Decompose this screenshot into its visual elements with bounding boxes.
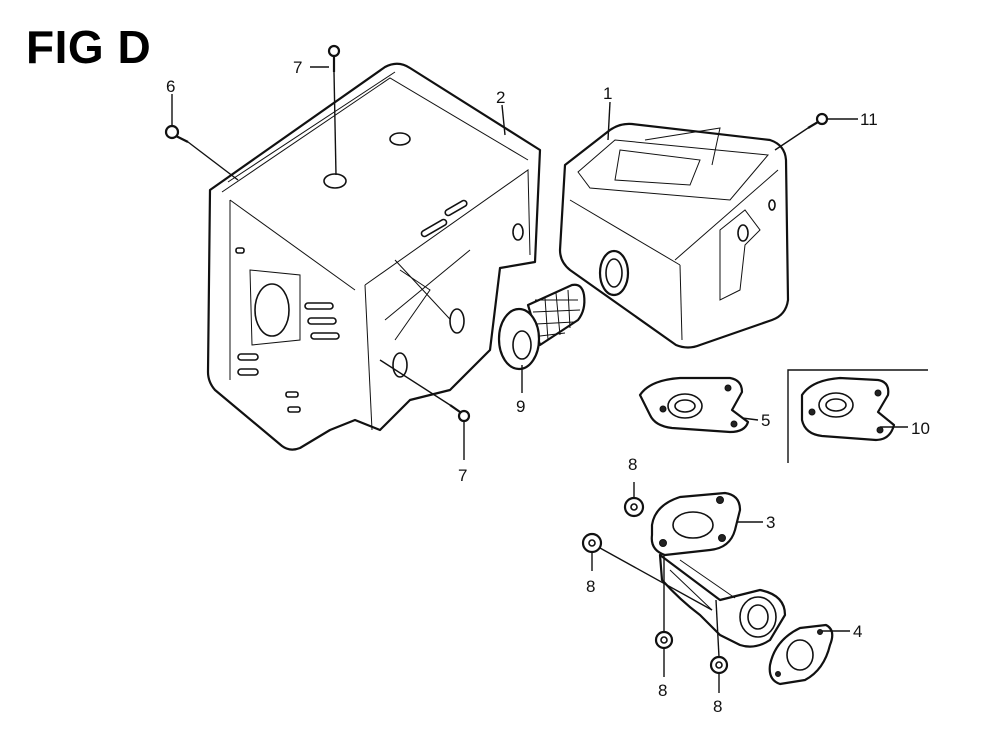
callout-9: 9 — [516, 397, 525, 416]
figure-title: FIG D — [26, 21, 152, 73]
callout-8-a: 8 — [628, 455, 637, 474]
screw-7-top — [327, 44, 341, 72]
callout-6: 6 — [166, 77, 175, 96]
muffler-gasket-part — [638, 376, 750, 434]
callout-2: 2 — [496, 88, 505, 107]
callout-7-top: 7 — [293, 58, 302, 77]
screw-7-bottom — [449, 404, 471, 423]
callout-8-d: 8 — [713, 697, 722, 716]
callout-7-bottom: 7 — [458, 466, 467, 485]
exhaust-pipe-part — [650, 491, 787, 648]
callout-10: 10 — [911, 419, 930, 438]
screw-11 — [807, 112, 829, 129]
callout-4: 4 — [853, 622, 862, 641]
muffler-body-part — [558, 122, 790, 349]
nut-8-a — [623, 496, 645, 518]
muffler-protector-part — [206, 62, 542, 451]
callout-5: 5 — [761, 411, 770, 430]
callout-11: 11 — [860, 110, 878, 129]
alternate-gasket-part — [787, 369, 928, 463]
callout-8-c: 8 — [658, 681, 667, 700]
nut-8-d — [709, 655, 729, 675]
leader-lines — [171, 66, 908, 693]
callout-3: 3 — [766, 513, 775, 532]
nut-8-b — [581, 532, 603, 554]
exhaust-gasket-part — [768, 623, 834, 686]
bolt-6 — [164, 124, 189, 143]
spark-arrester-part — [497, 283, 586, 371]
callout-8-b: 8 — [586, 577, 595, 596]
callout-1: 1 — [603, 84, 612, 103]
nut-8-c — [654, 630, 674, 650]
